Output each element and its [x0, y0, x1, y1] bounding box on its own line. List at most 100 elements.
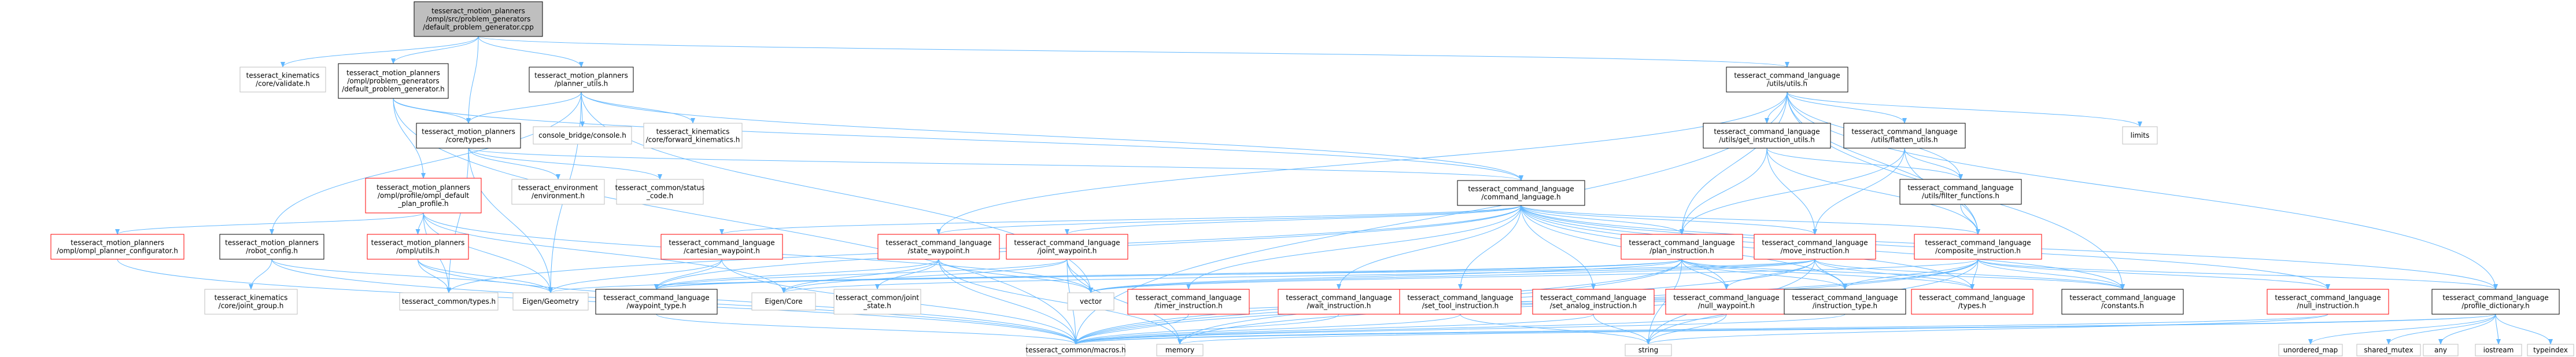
node-instr_type[interactable]: tesseract_command_language/instruction_t…	[1784, 289, 1906, 315]
node-ompl_cfg[interactable]: tesseract_motion_planners/ompl/ompl_plan…	[50, 234, 184, 260]
node-state_wp[interactable]: tesseract_command_language/state_waypoin…	[877, 234, 1000, 260]
node-box	[1914, 234, 2042, 260]
node-joint_wp[interactable]: tesseract_command_language/joint_waypoin…	[1006, 234, 1128, 260]
edge-plan_instr-to-cl_types	[1681, 259, 1975, 290]
node-joint_state[interactable]: tesseract_common/joint_state.h	[833, 289, 921, 315]
node-null_wp[interactable]: tesseract_command_language/null_waypoint…	[1665, 289, 1788, 315]
node-box	[2278, 344, 2343, 356]
node-ompl_utils[interactable]: tesseract_motion_planners/ompl/utils.h	[367, 234, 469, 260]
node-console[interactable]: console_bridge/console.h	[533, 126, 632, 145]
node-vector[interactable]: vector	[1067, 292, 1114, 311]
node-box	[414, 1, 543, 37]
node-flatten[interactable]: tesseract_command_language/utils/flatten…	[1843, 123, 1966, 149]
node-label-line: memory	[1165, 346, 1194, 354]
edge-root-to-cl_utils	[478, 36, 1789, 68]
edge-cl_utils-to-flatten	[1787, 91, 1907, 124]
edge-profile_dict-to-iostream	[2495, 314, 2501, 345]
node-eigen_geo[interactable]: Eigen/Geometry	[512, 292, 589, 311]
edge-state_wp-to-eigen_core	[781, 259, 939, 293]
edge-state_wp-to-wp_type	[654, 259, 939, 290]
edge-planner_utils-to-cl_cmd	[581, 91, 1523, 181]
edge-profile_dict-to-unordered_map	[2308, 314, 2496, 345]
node-label-line: tesseract_command_language	[1407, 294, 1513, 302]
node-common_types[interactable]: tesseract_common/types.h	[399, 292, 499, 311]
edge-cl_cmd-to-set_tool	[1458, 205, 1522, 290]
node-box	[2431, 289, 2560, 315]
node-move_instr[interactable]: tesseract_command_language/move_instruct…	[1754, 234, 1876, 260]
node-cart_wp[interactable]: tesseract_command_language/cartesian_way…	[660, 234, 783, 260]
node-label-line: tesseract_common/types.h	[402, 297, 496, 306]
edge-comp_instr-to-null_instr	[1977, 259, 2330, 290]
edge-layer	[115, 36, 2553, 345]
node-null_instr[interactable]: tesseract_command_language/null_instruct…	[2267, 289, 2389, 315]
node-cl_utils[interactable]: tesseract_command_language/utils/utils.h	[1726, 67, 1848, 93]
node-root[interactable]: tesseract_motion_planners/ompl/src/probl…	[414, 1, 543, 37]
node-iostream[interactable]: iostream	[2475, 344, 2522, 356]
node-env[interactable]: tesseract_environment/environment.h	[511, 179, 605, 205]
edge-move_instr-to-eigen_core	[781, 259, 1815, 293]
node-set_analog[interactable]: tesseract_command_language/set_analog_in…	[1532, 289, 1655, 315]
node-label-line: /ompl/problem_generators	[347, 77, 439, 85]
node-box	[2267, 289, 2389, 315]
node-label-line: limits	[2131, 131, 2150, 139]
edge-instr_type-to-macros	[1073, 314, 1846, 345]
node-ks_validate[interactable]: tesseract_kinematics/core/validate.h	[239, 67, 326, 93]
node-filter[interactable]: tesseract_command_language/utils/filter_…	[1899, 179, 2022, 205]
node-planner_utils[interactable]: tesseract_motion_planners/planner_utils.…	[529, 67, 634, 93]
edge-profile_dict-to-any	[2438, 314, 2496, 345]
node-ompl_default[interactable]: tesseract_motion_planners/ompl/profile/o…	[365, 178, 482, 214]
node-box	[1625, 344, 1672, 356]
edge-ompl_default-to-ompl_utils	[415, 212, 424, 235]
node-status[interactable]: tesseract_common/status_code.h	[615, 179, 705, 205]
edge-state_wp-to-macros	[938, 259, 1078, 345]
node-label-line: /default_problem_generator.h	[342, 85, 445, 93]
edge-root-to-default_pg	[391, 36, 479, 64]
node-wait[interactable]: tesseract_command_language/wait_instruct…	[1278, 289, 1400, 315]
node-get_instr[interactable]: tesseract_command_language/utils/get_ins…	[1703, 123, 1831, 149]
edge-cl_utils-to-comp_instr	[1787, 91, 1980, 235]
node-robot_cfg[interactable]: tesseract_motion_planners/robot_config.h	[219, 234, 324, 260]
node-unordered_map[interactable]: unordered_map	[2278, 344, 2343, 356]
node-fwd_kin[interactable]: tesseract_kinematics/core/forward_kinema…	[643, 123, 743, 149]
node-any[interactable]: any	[2423, 344, 2459, 356]
node-macros[interactable]: tesseract_common/macros.h	[1025, 344, 1126, 356]
node-label-line: tesseract_common/macros.h	[1025, 346, 1125, 354]
node-label-line: tesseract_command_language	[1925, 239, 2031, 247]
node-shared_mutex[interactable]: shared_mutex	[2356, 344, 2421, 356]
node-comp_instr[interactable]: tesseract_command_language/composite_ins…	[1914, 234, 2042, 260]
node-box	[1911, 289, 2034, 315]
node-label-line: tesseract_motion_planners	[71, 239, 164, 247]
node-wp_type[interactable]: tesseract_command_language/waypoint_type…	[595, 289, 718, 315]
node-label-line: tesseract_command_language	[1919, 294, 2025, 302]
node-typeindex[interactable]: typeindex	[2527, 344, 2574, 356]
node-cl_cmd[interactable]: tesseract_command_language/command_langu…	[1457, 180, 1585, 206]
node-eigen_core[interactable]: Eigen/Core	[751, 292, 816, 311]
node-plan_instr[interactable]: tesseract_command_language/plan_instruct…	[1621, 234, 1743, 260]
node-box	[2527, 344, 2574, 356]
node-memory[interactable]: memory	[1156, 344, 1204, 356]
node-joint_group[interactable]: tesseract_kinematics/core/joint_group.h	[204, 289, 298, 315]
node-label-line: tesseract_command_language	[2069, 294, 2175, 302]
edge-move_instr-to-cl_types	[1814, 259, 1975, 290]
node-limits[interactable]: limits	[2122, 126, 2158, 145]
node-cl_types[interactable]: tesseract_command_language/types.h	[1911, 289, 2034, 315]
node-label-line: tesseract_command_language	[1907, 184, 2013, 192]
node-label-line: tesseract_command_language	[1135, 294, 1241, 302]
node-timer[interactable]: tesseract_command_language/timer_instruc…	[1127, 289, 1250, 315]
node-label-line: /set_analog_instruction.h	[1550, 302, 1637, 310]
node-string[interactable]: string	[1625, 344, 1672, 356]
node-label-line: tesseract_motion_planners	[225, 239, 319, 247]
node-set_tool[interactable]: tesseract_command_language/set_tool_inst…	[1399, 289, 1522, 315]
node-constants[interactable]: tesseract_command_language/constants.h	[2061, 289, 2184, 315]
node-label-line: /null_waypoint.h	[1698, 302, 1755, 310]
edge-cl_utils-to-plan_instr	[1680, 91, 1788, 235]
node-label-line: tesseract_kinematics	[215, 294, 288, 302]
node-profile_dict[interactable]: tesseract_command_language/profile_dicti…	[2431, 289, 2560, 315]
edge-cart_wp-to-eigen_geo	[548, 259, 722, 293]
node-label-line: /core/validate.h	[256, 80, 310, 88]
edge-planner_utils-to-core_types	[466, 91, 582, 124]
node-label-line: /move_instruction.h	[1781, 247, 1850, 255]
node-label-line: typeindex	[2533, 346, 2568, 354]
node-core_types[interactable]: tesseract_motion_planners/core/types.h	[416, 123, 521, 149]
node-default_pg[interactable]: tesseract_motion_planners/ompl/problem_g…	[338, 63, 449, 99]
